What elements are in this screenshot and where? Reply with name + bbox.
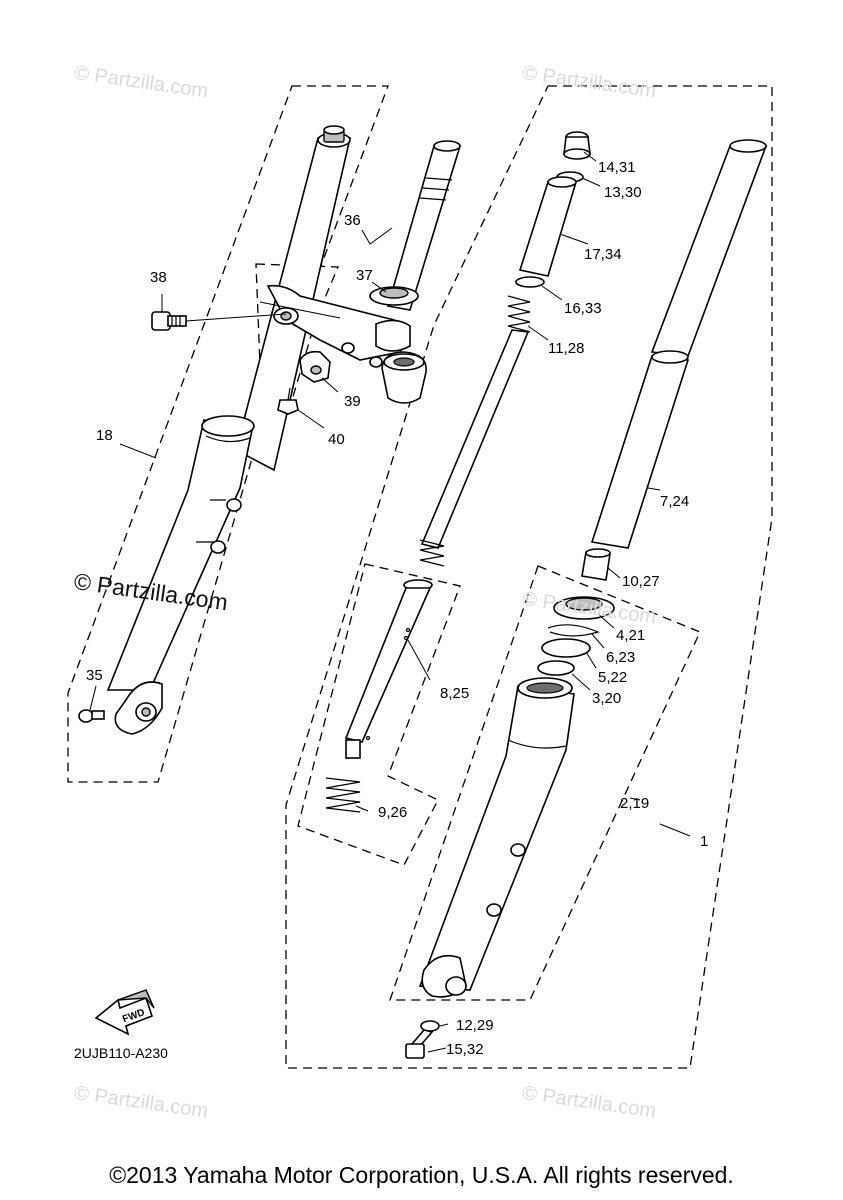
callout-6-23: 6,23 bbox=[606, 649, 636, 666]
callout-40: 40 bbox=[328, 431, 345, 448]
callout-36: 36 bbox=[344, 212, 361, 229]
callout-38: 38 bbox=[150, 269, 167, 286]
leader-lines bbox=[89, 151, 691, 1053]
diagram-code: 2UJB110-A230 bbox=[74, 1045, 168, 1061]
cap-bolt-14-31 bbox=[563, 131, 591, 160]
fork-spring-11-28 bbox=[419, 295, 531, 567]
callout-39: 39 bbox=[344, 393, 361, 410]
callout-12-29: 12,29 bbox=[456, 1017, 494, 1034]
callout-4-21: 4,21 bbox=[616, 627, 646, 644]
bolt-15-32 bbox=[405, 1029, 434, 1059]
spacer-17-34 bbox=[518, 176, 578, 277]
callout-14-31: 14,31 bbox=[598, 159, 636, 176]
callout-18: 18 bbox=[96, 427, 113, 444]
clip-6-23 bbox=[547, 624, 600, 637]
callout-17-34: 17,34 bbox=[584, 246, 622, 263]
callout-3-20: 3,20 bbox=[592, 690, 622, 707]
clamp-39 bbox=[299, 350, 331, 383]
fork-leg-assembly bbox=[106, 125, 352, 735]
callout-10-27: 10,27 bbox=[622, 573, 660, 590]
group-boundary-fork-assembly-left bbox=[67, 85, 389, 783]
callout-16-33: 16,33 bbox=[564, 300, 602, 317]
group-boundary-inner-tube bbox=[297, 563, 461, 866]
callout-35: 35 bbox=[86, 667, 103, 684]
callout-13-30: 13,30 bbox=[604, 184, 642, 201]
fwd-arrow-icon bbox=[94, 989, 155, 1036]
inner-tube-7-24 bbox=[590, 139, 768, 549]
steering-stem bbox=[266, 140, 462, 404]
callout-2-19: 2,19 bbox=[620, 795, 650, 812]
bolt-38 bbox=[151, 311, 187, 331]
callout-15-32: 15,32 bbox=[446, 1041, 484, 1058]
washer-3-20 bbox=[537, 660, 575, 676]
screw-35 bbox=[78, 709, 105, 723]
callout-1: 1 bbox=[700, 833, 709, 850]
outer-tube-2-19 bbox=[418, 677, 575, 998]
damper-rod-8-25 bbox=[344, 579, 433, 759]
callout-9-26: 9,26 bbox=[378, 804, 408, 821]
group-boundary-fork-assembly-right bbox=[285, 85, 773, 1069]
guide-bush-10-27 bbox=[581, 548, 611, 581]
callout-5-22: 5,22 bbox=[598, 669, 628, 686]
callout-37: 37 bbox=[356, 267, 373, 284]
copyright-notice: ©2013 Yamaha Motor Corporation, U.S.A. A… bbox=[109, 1162, 734, 1188]
bolt-40 bbox=[277, 387, 299, 415]
callout-7-24: 7,24 bbox=[660, 493, 690, 510]
washer-16-33 bbox=[515, 276, 545, 288]
callout-11-28: 11,28 bbox=[548, 340, 585, 357]
rebound-spring-9-26 bbox=[325, 777, 361, 813]
callout-8-25: 8,25 bbox=[440, 685, 470, 702]
group-boundary-outer-tube bbox=[389, 565, 701, 1001]
dust-seal-4-21 bbox=[553, 596, 615, 620]
oil-seal-5-22 bbox=[541, 638, 591, 658]
